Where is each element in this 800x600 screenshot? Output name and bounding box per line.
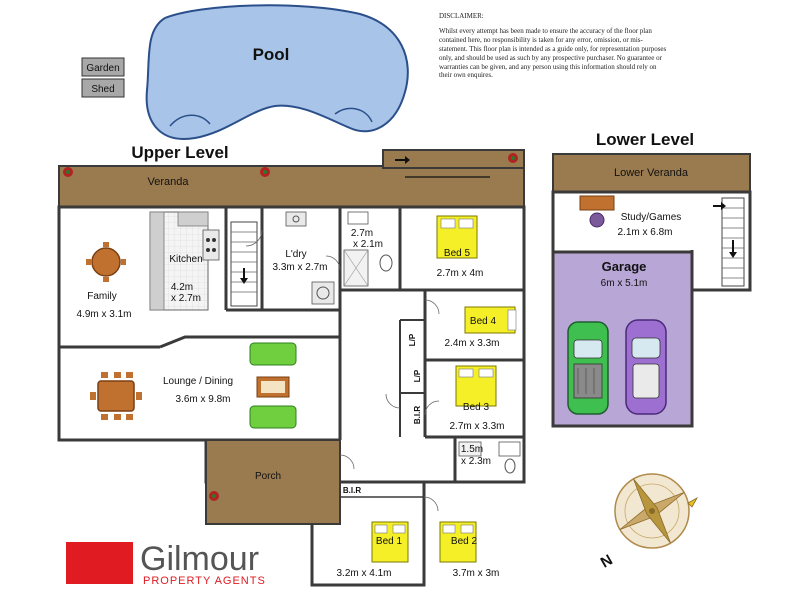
bath-dim-2: x 2.1m xyxy=(353,239,383,250)
bed-1-label: Bed 1 xyxy=(376,536,403,547)
ensuite-dim-1: 1.5m xyxy=(461,444,483,455)
bed-4-label: Bed 4 xyxy=(470,316,497,327)
compass: N xyxy=(598,473,699,572)
bed-5-label: Bed 5 xyxy=(444,248,471,259)
bir-top-label: B.I.R xyxy=(343,486,361,495)
laundry-dim: 3.3m x 2.7m xyxy=(272,262,327,273)
porch-label: Porch xyxy=(255,471,281,482)
lounge-dim: 3.6m x 9.8m xyxy=(175,394,230,405)
bed-3-label: Bed 3 xyxy=(463,402,490,413)
disclaimer: DISCLAIMER: Whilst every attempt has bee… xyxy=(439,12,671,80)
study-dim: 2.1m x 6.8m xyxy=(617,227,672,238)
bed-5-dim: 2.7m x 4m xyxy=(437,268,484,279)
family-dim: 4.9m x 3.1m xyxy=(76,309,131,320)
garden-shed: Garden Shed xyxy=(81,57,125,98)
garage-label: Garage xyxy=(602,259,647,274)
garage-dim: 6m x 5.1m xyxy=(601,278,648,289)
brand-tagline: PROPERTY AGENTS xyxy=(143,575,266,587)
upper-stairs xyxy=(230,221,258,307)
study-desk xyxy=(579,195,615,228)
bed-2-dim: 3.7m x 3m xyxy=(453,568,500,579)
porch xyxy=(205,439,341,525)
family-label: Family xyxy=(87,291,116,302)
disclaimer-text: Whilst every attempt has been made to en… xyxy=(439,26,667,80)
lounge-sofas xyxy=(249,342,297,429)
garden-label: Garden xyxy=(86,63,119,74)
shed-label: Shed xyxy=(91,84,114,95)
kitchen-label: Kitchen xyxy=(169,254,202,265)
bed-2-label: Bed 2 xyxy=(451,536,478,547)
bath-dim-1: 2.7m xyxy=(351,228,373,239)
ensuite-dim-2: x 2.3m xyxy=(461,456,491,467)
upper-level: Veranda xyxy=(57,149,526,587)
study-label: Study/Games xyxy=(621,212,682,223)
bed-1-dim: 3.2m x 4.1m xyxy=(336,568,391,579)
family-table xyxy=(86,242,126,282)
compass-north-label: N xyxy=(598,551,616,571)
veranda-label: Veranda xyxy=(148,176,190,188)
lower-level-title: Lower Level xyxy=(596,130,694,149)
bir-side-label: B.I.R xyxy=(413,406,422,424)
upper-veranda xyxy=(58,165,525,208)
car-green xyxy=(567,321,609,415)
lp-label-2: L/P xyxy=(413,369,422,382)
kitchen-dim-1: 4.2m xyxy=(171,282,193,293)
brand-logo: Gilmour PROPERTY AGENTS xyxy=(66,540,266,587)
bed-4-dim: 2.4m x 3.3m xyxy=(444,338,499,349)
lower-stairs xyxy=(713,197,745,287)
bed-3-dim: 2.7m x 3.3m xyxy=(449,421,504,432)
dining-table xyxy=(90,372,142,420)
lower-level: Lower Veranda Study/Games xyxy=(551,153,752,428)
pool: Pool xyxy=(145,4,409,140)
lounge-label: Lounge / Dining xyxy=(163,376,233,387)
brand-red-block xyxy=(66,542,133,584)
laundry-label: L'dry xyxy=(285,249,306,260)
pool-label: Pool xyxy=(253,45,290,64)
lp-label-1: L/P xyxy=(408,333,417,346)
kitchen-dim-2: x 2.7m xyxy=(171,293,201,304)
car-purple xyxy=(625,319,667,415)
disclaimer-title: DISCLAIMER: xyxy=(439,12,484,20)
brand-name: Gilmour xyxy=(140,540,259,578)
lower-veranda-label: Lower Veranda xyxy=(614,167,689,179)
upper-level-title: Upper Level xyxy=(131,143,228,162)
